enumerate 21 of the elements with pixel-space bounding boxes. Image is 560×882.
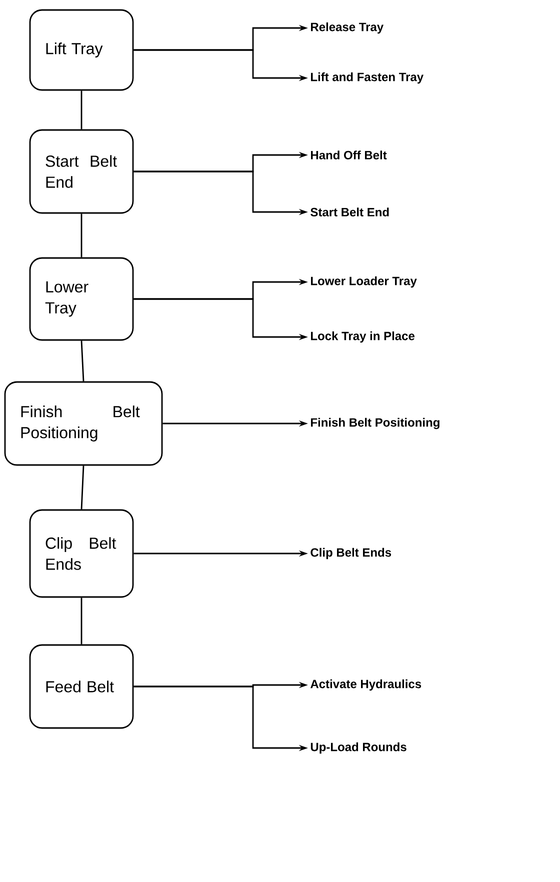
connector-line [80,598,82,644]
step-text: Release Tray [311,22,384,34]
connector-line [80,466,84,510]
process-box: Start Belt End [29,129,134,214]
connector-line [80,214,82,258]
step-text: Finish Belt Positioning [311,418,440,430]
step-text: Lift and Fasten Tray [311,72,424,84]
process-box: Lower Tray [29,257,134,341]
step-text: Hand Off Belt [311,150,387,160]
process-box: Feed Belt [29,644,134,729]
step-text: Clip Belt Ends [310,548,392,560]
step-text: Activate Hydraulics [310,679,422,691]
step-text: Start Belt End [310,208,389,216]
process-box: Finish Belt Positioning [4,381,163,466]
step-text: Lock Tray in Place [311,331,414,343]
step-text: Lower Loader Tray [311,276,417,288]
process-box: Clip Belt Ends [29,509,134,598]
connector-line [80,340,84,382]
step-text: Up-Load Rounds [310,742,406,754]
connector-line [80,90,82,130]
process-box: Lift Tray [29,9,134,91]
